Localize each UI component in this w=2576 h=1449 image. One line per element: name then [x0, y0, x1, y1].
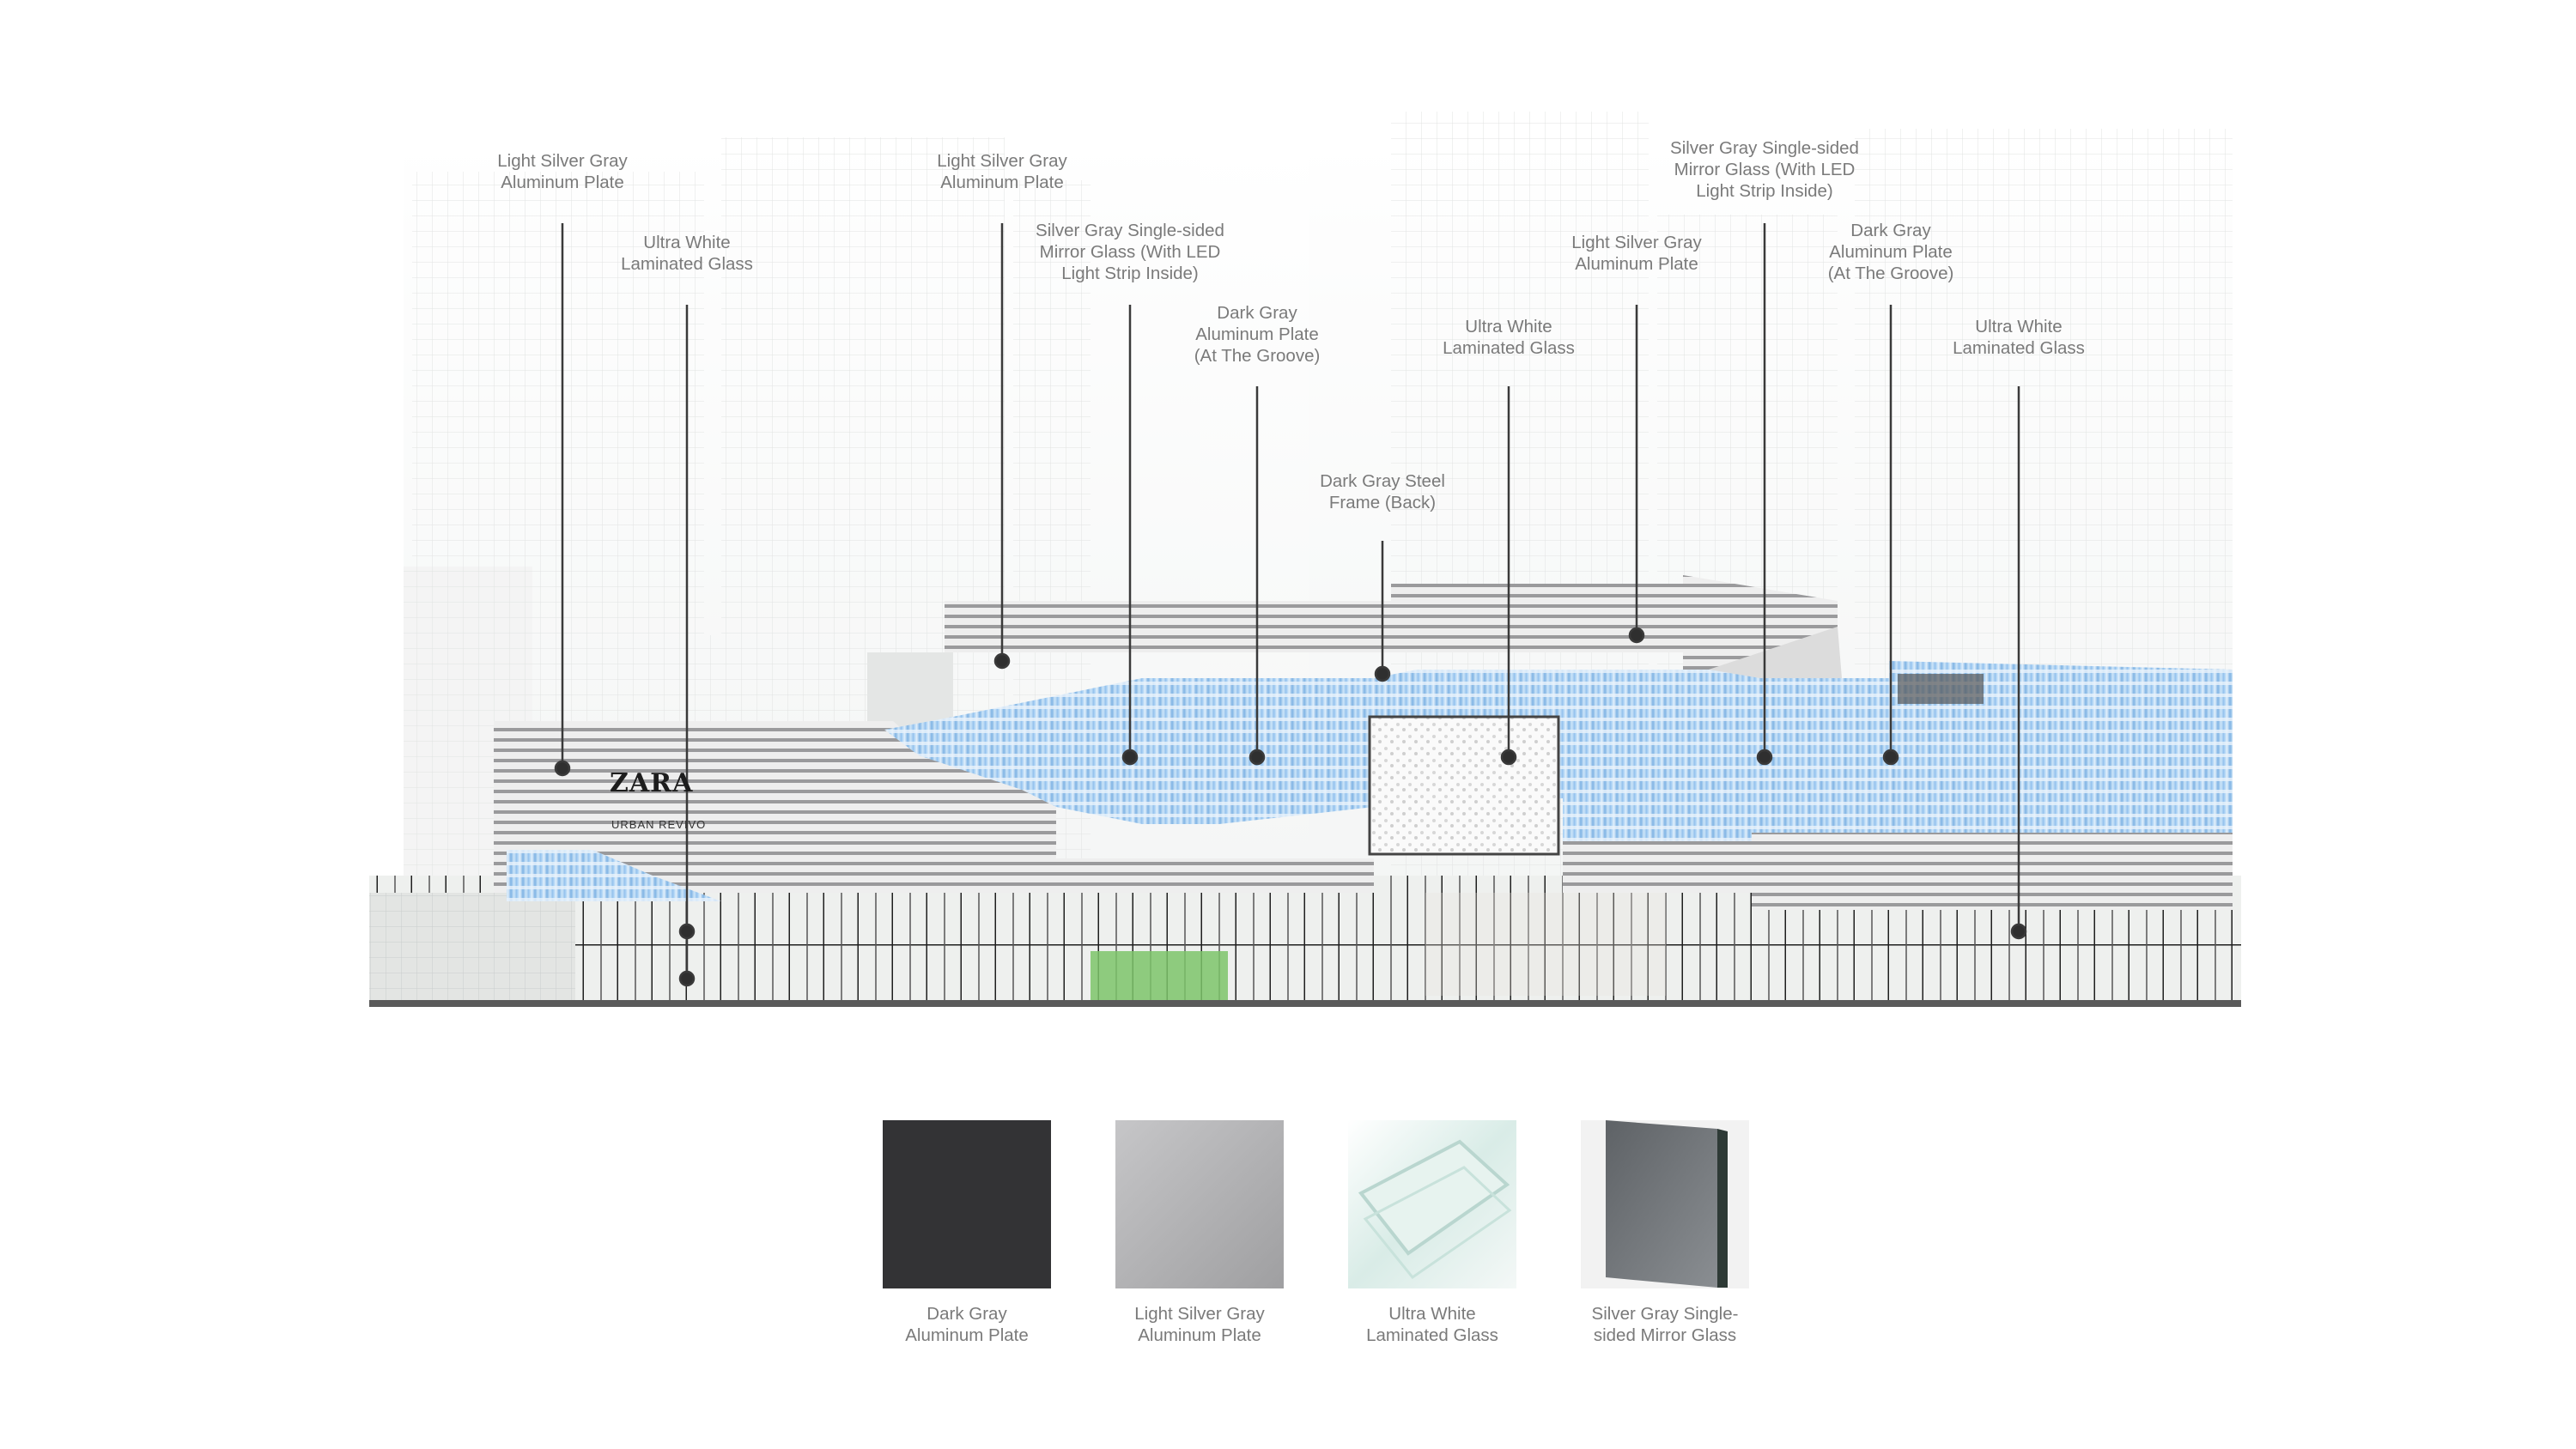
brand-sign: ZARA — [610, 768, 694, 798]
callout-light-silver-aluminum-1: Light Silver Gray Aluminum Plate — [497, 151, 628, 192]
callout-ultra-white-glass-3: Ultra White Laminated Glass — [1953, 317, 2085, 358]
callout-ultra-white-glass-1: Ultra White Laminated Glass — [621, 233, 753, 274]
left-mirror-canopy — [507, 850, 721, 901]
dark-groove-box — [1898, 674, 1984, 704]
callout-dark-gray-aluminum-2: Dark Gray Aluminum Plate (At The Groove) — [1827, 221, 1954, 283]
swatch-silver-mirror-glass — [1581, 1120, 1749, 1288]
callout-light-silver-aluminum-3: Light Silver Gray Aluminum Plate — [1571, 233, 1702, 274]
center-laminated-panel — [1368, 715, 1560, 856]
leader-dot-2a — [678, 923, 696, 940]
leader-dot-1 — [554, 760, 571, 777]
callout-mirror-glass-1: Silver Gray Single-sided Mirror Glass (W… — [1036, 221, 1224, 283]
leader-dot-7 — [1500, 749, 1517, 766]
leader-dot-5 — [1249, 749, 1266, 766]
leader-dot-4 — [1121, 749, 1139, 766]
leader-lines — [554, 223, 2027, 987]
swatch-light-silver-aluminum — [1115, 1120, 1284, 1288]
swatch-caption-silver-mirror-glass: Silver Gray Single- sided Mirror Glass — [1591, 1304, 1739, 1345]
entrance-greenery — [1091, 951, 1228, 1004]
callout-mirror-glass-2: Silver Gray Single-sided Mirror Glass (W… — [1670, 138, 1859, 201]
leader-dot-10 — [1882, 749, 1899, 766]
callout-ultra-white-glass-2: Ultra White Laminated Glass — [1443, 317, 1575, 358]
callout-dark-gray-steel-frame: Dark Gray Steel Frame (Back) — [1320, 471, 1445, 512]
leader-dot-3 — [993, 652, 1011, 670]
leader-dot-8 — [1628, 627, 1645, 644]
leader-dot-6 — [1374, 665, 1391, 682]
callout-light-silver-aluminum-2: Light Silver Gray Aluminum Plate — [937, 151, 1067, 192]
swatch-caption-dark-gray-aluminum: Dark Gray Aluminum Plate — [905, 1304, 1029, 1345]
sub-brand-sign: URBAN REVIVO — [611, 818, 707, 831]
swatch-caption-ultra-white-glass: Ultra White Laminated Glass — [1366, 1304, 1498, 1345]
left-aluminum-volume — [494, 721, 1374, 893]
leader-dot-2b — [678, 970, 696, 987]
ground-line — [369, 1000, 2241, 1007]
leader-dot-9 — [1756, 749, 1773, 766]
swatch-ultra-white-glass — [1348, 1120, 1516, 1288]
swatch-caption-light-silver-aluminum: Light Silver Gray Aluminum Plate — [1134, 1304, 1265, 1345]
leader-dot-11 — [2010, 923, 2027, 940]
callout-dark-gray-aluminum-1: Dark Gray Aluminum Plate (At The Groove) — [1194, 303, 1321, 366]
swatch-dark-gray-aluminum — [883, 1120, 1051, 1288]
